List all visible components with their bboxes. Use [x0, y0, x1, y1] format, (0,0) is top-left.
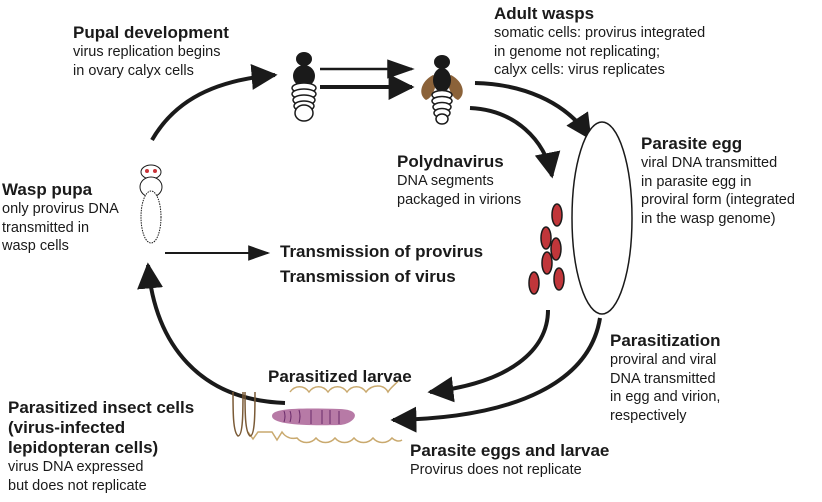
- label-line: DNA transmitted: [610, 370, 716, 387]
- label-line: DNA segments: [397, 173, 494, 189]
- label-title: Parasitized insect cells: [8, 398, 195, 417]
- label-line: virus DNA expressed: [8, 459, 144, 475]
- host-caterpillar-icon: [232, 379, 403, 444]
- label-line: proviral form (integrated: [641, 192, 795, 208]
- label-title: Pupal development: [73, 23, 229, 42]
- label-wasp-pupa: Wasp pupa only provirus DNA transmitted …: [2, 180, 119, 256]
- label-title: Adult wasps: [494, 4, 595, 23]
- wasp-larva-icon: [272, 408, 355, 426]
- label-parasitization: Parasitization proviral and viral DNA tr…: [610, 331, 721, 425]
- label-parasite-egg: Parasite egg viral DNA transmitted in pa…: [641, 134, 795, 228]
- label-line: in egg and virion,: [610, 389, 721, 405]
- arrow-adult-to-virions: [469, 106, 561, 179]
- arrow-egg-to-larvae: [390, 317, 602, 433]
- label-line: in the wasp genome): [641, 210, 776, 227]
- label-parasitized-insect-cells: Parasitized insect cells (virus-infected…: [8, 398, 194, 495]
- label-title: Parasitized larvae: [268, 367, 412, 386]
- virion-icon: [553, 267, 565, 291]
- label-line: but does not replicate: [8, 477, 147, 494]
- arrow-larvae-to-pupa: [137, 262, 286, 405]
- label-polydnavirus: Polydnavirus DNA segments packaged in vi…: [397, 152, 521, 209]
- developing-pupa-icon: [291, 52, 317, 122]
- label-line: in genome not replicating;: [494, 43, 661, 60]
- legend-virus: Transmission of virus: [280, 267, 456, 286]
- label-title: Parasitization: [610, 331, 721, 350]
- arrow-pupa-to-development: [150, 63, 278, 141]
- label-title: (virus-infected: [8, 418, 126, 437]
- label-line: wasp cells: [2, 238, 69, 254]
- label-line: transmitted in: [2, 219, 90, 236]
- arrow-virions-to-larvae: [427, 309, 550, 403]
- label-line: in ovary calyx cells: [73, 62, 194, 79]
- virion-icon: [551, 203, 563, 227]
- adult-wasp-icon: [421, 55, 463, 125]
- label-line: somatic cells: provirus integrated: [494, 25, 706, 41]
- label-line: calyx cells: virus replicates: [494, 62, 665, 78]
- label-adult-wasps: Adult wasps somatic cells: provirus inte…: [494, 4, 705, 80]
- label-line: only provirus DNA: [2, 201, 119, 217]
- virion-icon: [528, 271, 540, 295]
- label-title: Wasp pupa: [2, 180, 93, 199]
- virion-icon: [550, 237, 562, 261]
- label-line: Provirus does not replicate: [410, 462, 582, 478]
- label-line: proviral and viral: [610, 352, 717, 368]
- label-pupal-development: Pupal development virus replication begi…: [73, 23, 229, 80]
- label-line: viral DNA transmitted: [641, 155, 778, 171]
- label-line: respectively: [610, 407, 687, 424]
- label-parasitized-larvae: Parasitized larvae: [268, 367, 412, 387]
- parasite-egg-icon: [571, 121, 633, 315]
- label-line: packaged in virions: [397, 191, 522, 208]
- virion-icon: [541, 251, 553, 275]
- virion-cluster: [528, 203, 565, 295]
- label-line: virus replication begins: [73, 44, 221, 60]
- label-title: Parasite egg: [641, 134, 743, 153]
- label-title: lepidopteran cells): [8, 438, 159, 457]
- label-parasite-eggs-larvae: Parasite eggs and larvae Provirus does n…: [410, 441, 609, 480]
- virion-icon: [540, 226, 552, 250]
- arrow-adult-to-egg: [474, 81, 592, 141]
- label-title: Parasite eggs and larvae: [410, 441, 610, 460]
- label-line: in parasite egg in: [641, 173, 752, 190]
- legend-provirus: Transmission of provirus: [280, 242, 484, 261]
- label-title: Polydnavirus: [397, 152, 504, 171]
- wasp-pupa-icon: [139, 164, 163, 244]
